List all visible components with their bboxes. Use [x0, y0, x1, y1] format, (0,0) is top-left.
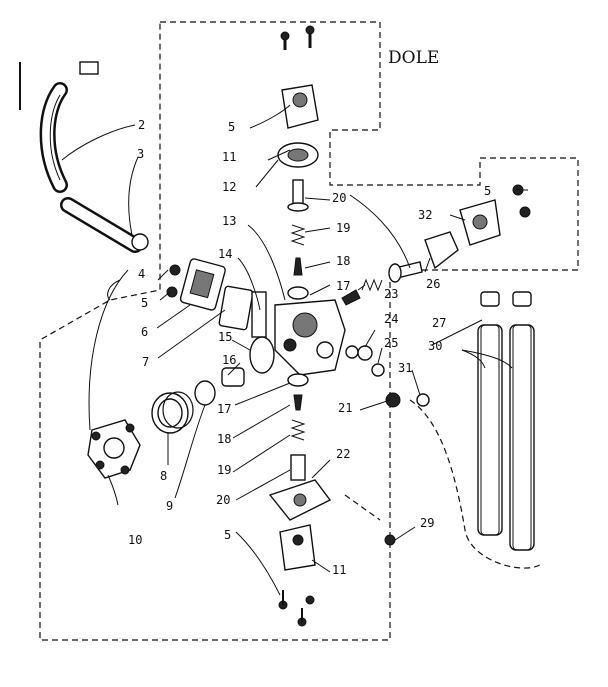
callout-17: 17	[336, 279, 350, 293]
callout-8: 8	[160, 469, 167, 483]
fitting-part-27-left	[480, 291, 500, 307]
callout-18: 18	[336, 254, 350, 268]
callout-5: 5	[228, 120, 235, 134]
callout-30: 30	[428, 339, 442, 353]
callout-12: 12	[222, 180, 236, 194]
washer-part-17-top	[287, 286, 309, 300]
screw-part-5	[166, 286, 178, 298]
callout-32: 32	[418, 208, 432, 222]
callout-15: 15	[218, 330, 232, 344]
callout-11: 11	[222, 150, 236, 164]
callout-26: 26	[426, 277, 440, 291]
fill-hose-part-30-right	[509, 324, 535, 551]
callout-14: 14	[218, 247, 232, 261]
hose-clamp-part-3	[131, 233, 149, 251]
clamp-part-31	[416, 393, 430, 407]
washer-part-17-bottom	[287, 373, 309, 387]
plunger-part-20-bottom	[290, 454, 306, 481]
screw-part-29	[384, 534, 396, 546]
callout-27: 27	[432, 316, 446, 330]
spring-part-19-right	[361, 278, 383, 292]
drain-hose-path	[409, 399, 541, 569]
nut-part-21	[385, 392, 401, 408]
callout-13: 13	[222, 214, 236, 228]
callout-10: 10	[128, 533, 142, 547]
hose-clamp-part	[79, 61, 99, 75]
callout-6: 6	[141, 325, 148, 339]
plunger-part-18-right	[341, 289, 361, 306]
spring-part-19-top	[290, 224, 306, 246]
impeller-part-9	[194, 380, 216, 406]
washer-part-24	[357, 345, 373, 361]
callout-7: 7	[142, 355, 149, 369]
callout-5: 5	[224, 528, 231, 542]
cap-part-11-bottom	[279, 524, 316, 571]
callout-18: 18	[217, 432, 231, 446]
plunger-part-18-top	[293, 257, 303, 276]
plunger-part-18-bottom	[293, 394, 303, 411]
spring-part-19-bottom	[290, 419, 306, 441]
callout-22: 22	[336, 447, 350, 461]
gasket-part-14	[251, 291, 267, 338]
callout-labels: 2 3 4 5 6 7 8 9 10 5 11 12 13 14 15 16 1…	[128, 118, 491, 577]
nut-part-23	[345, 345, 359, 359]
fitting-part-25	[371, 363, 385, 377]
gasket-part-7	[218, 285, 254, 331]
callout-31: 31	[398, 361, 412, 375]
callout-2: 2	[138, 118, 145, 132]
callout-23: 23	[384, 287, 398, 301]
callout-17: 17	[217, 402, 231, 416]
diagram-title: DOLE	[388, 48, 439, 68]
callout-5: 5	[141, 296, 148, 310]
callout-29: 29	[420, 516, 434, 530]
callout-5: 5	[484, 184, 491, 198]
callout-4: 4	[138, 267, 145, 281]
diaphragm-part-15	[249, 336, 275, 374]
bracket-part-26	[424, 231, 459, 270]
callout-16: 16	[222, 353, 236, 367]
assembly-boundary	[39, 21, 579, 641]
fitting-part-27-right	[512, 291, 532, 307]
callout-19: 19	[336, 221, 350, 235]
callout-24: 24	[384, 312, 398, 326]
fitting-part-16	[221, 367, 245, 387]
valve-body-part-13	[274, 299, 346, 376]
callout-20: 20	[332, 191, 346, 205]
callout-20: 20	[216, 493, 230, 507]
leader-lines	[61, 104, 528, 596]
callout-11: 11	[332, 563, 346, 577]
callout-3: 3	[137, 147, 144, 161]
callout-9: 9	[166, 499, 173, 513]
callout-21: 21	[338, 401, 352, 415]
callout-19: 19	[217, 463, 231, 477]
callout-25: 25	[384, 336, 398, 350]
